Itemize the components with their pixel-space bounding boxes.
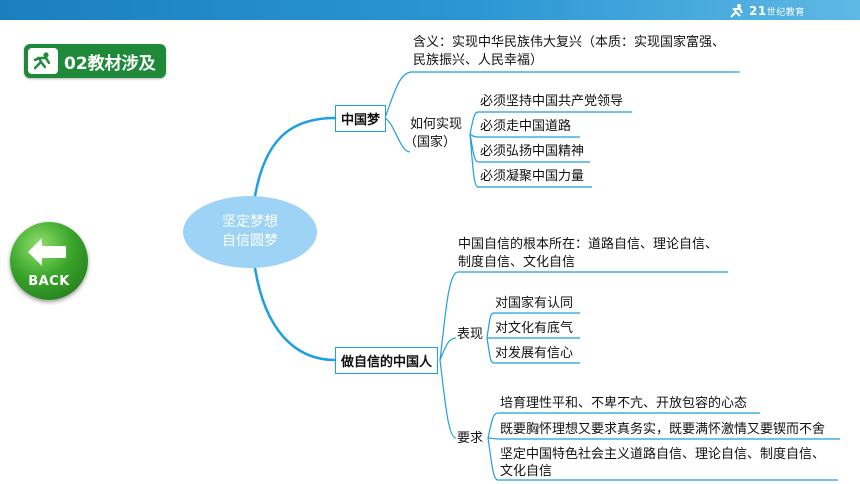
site-logo: 21世纪教育: [728, 3, 805, 19]
dream-how-label-line-1: 如何实现: [410, 117, 463, 132]
branch-confident-chinese: 做自信的中国人: [335, 347, 439, 374]
performance-label: 表现: [457, 327, 484, 342]
dream-meaning-line-1: 含义：实现中华民族伟大复兴（本质：实现国家富强、: [413, 35, 726, 50]
central-line-2: 自信圆梦: [222, 233, 278, 249]
dream-how-item: 必须弘扬中国精神: [480, 144, 585, 159]
back-button[interactable]: [10, 222, 88, 300]
central-node: 坚定梦想 自信圆梦: [183, 196, 317, 268]
confidence-root-line-2: 制度自信、文化自信: [458, 255, 576, 270]
back-arrow-icon: [28, 238, 66, 266]
top-banner: [0, 0, 860, 20]
runner-logo-icon: [730, 4, 743, 18]
confidence-root-line-1: 中国自信的根本所在：道路自信、理论自信、: [458, 237, 719, 252]
back-button-label: BACK: [28, 274, 70, 289]
performance-item: 对文化有底气: [495, 321, 574, 336]
running-figure-icon: [28, 48, 58, 74]
requirement-item-3-line-1: 坚定中国特色社会主义道路自信、理论自信、制度自信、: [500, 447, 826, 462]
dream-how-item: 必须走中国道路: [480, 119, 572, 134]
requirement-item-1: 培育理性平和、不卑不亢、开放包容的心态: [500, 396, 748, 411]
performance-item: 对发展有信心: [495, 346, 574, 361]
central-line-1: 坚定梦想: [222, 214, 278, 230]
logo-text: 21世纪教育: [749, 4, 805, 18]
dream-how-item: 必须坚持中国共产党领导: [480, 94, 624, 109]
branch-chinese-dream: 中国梦: [335, 105, 387, 132]
section-title: 02教材涉及: [64, 53, 156, 74]
dream-meaning-line-2: 民族振兴、人民幸福）: [413, 53, 544, 68]
requirement-item-2: 既要胸怀理想又要求真务实，既要满怀激情又要锲而不舍: [500, 422, 826, 437]
performance-item: 对国家有认同: [495, 296, 574, 311]
section-badge: 02教材涉及: [24, 44, 166, 78]
requirement-label: 要求: [457, 431, 484, 446]
dream-how-label-line-2: （国家）: [404, 135, 457, 150]
dream-how-item: 必须凝聚中国力量: [480, 169, 585, 184]
requirement-item-3-line-2: 文化自信: [500, 464, 553, 479]
